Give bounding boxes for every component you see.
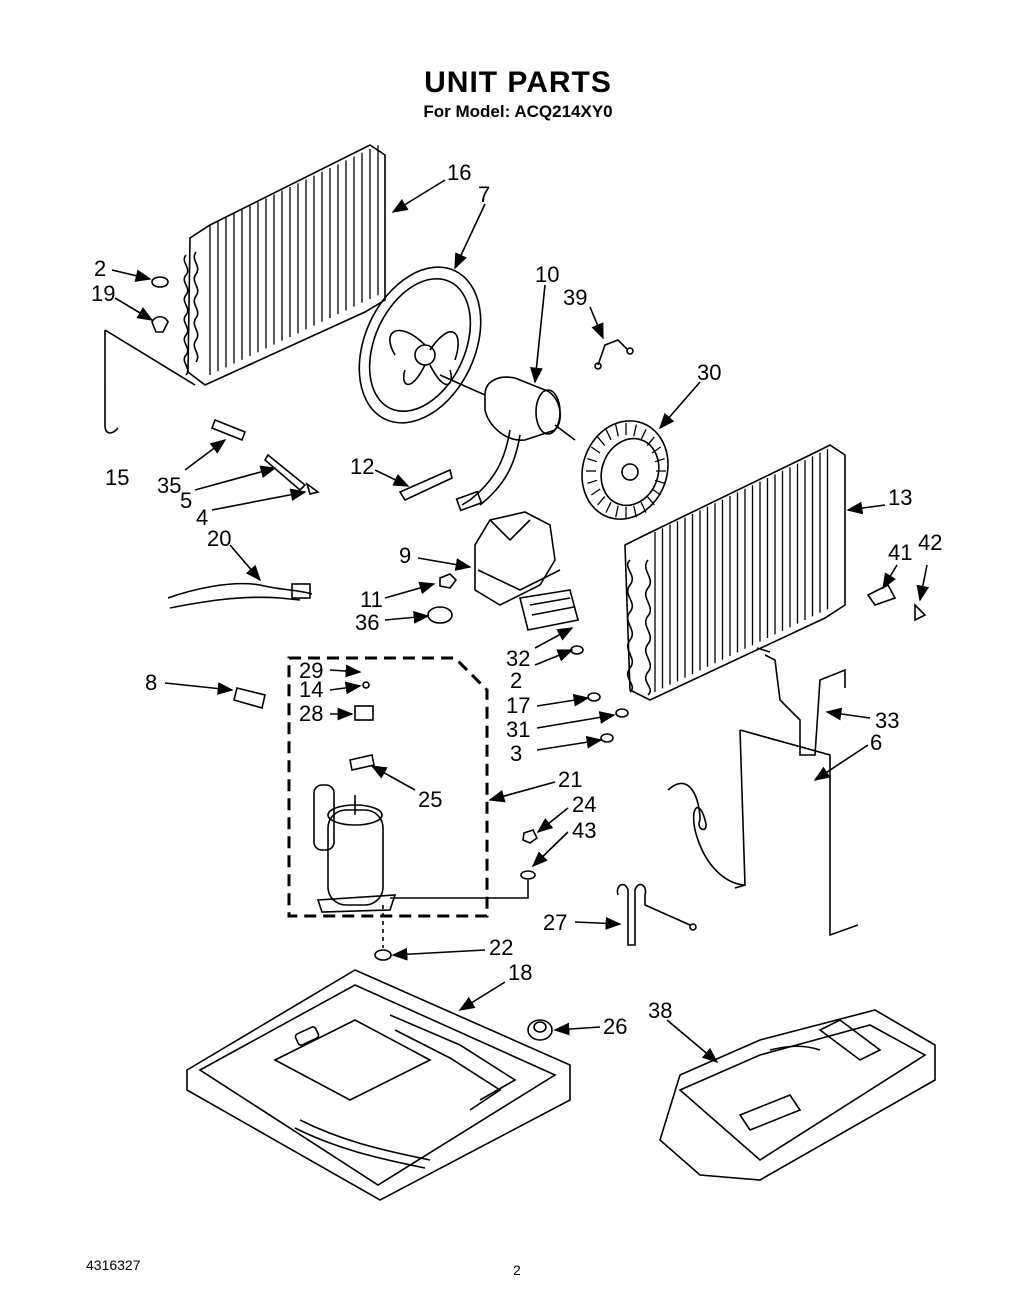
callout-15: 15 [105,465,129,490]
callout-31: 31 [506,717,530,742]
callout-12: 12 [350,454,374,479]
callout-2b: 2 [510,668,522,693]
drain-pan-part [659,1009,936,1181]
condenser-coil-part [183,144,386,386]
page-number: 2 [513,1262,521,1278]
callout-13: 13 [888,485,912,510]
callout-2: 2 [94,256,106,281]
callout-25: 25 [418,787,442,812]
leader-lines [111,179,930,1064]
callout-39: 39 [563,285,587,310]
callout-11: 11 [360,587,383,612]
callout-33: 33 [875,708,899,733]
capillary-tube-part [616,883,697,946]
callout-26: 26 [603,1014,627,1039]
model-subtitle: For Model: ACQ214XY0 [423,102,613,121]
callout-19: 19 [91,281,115,306]
evaporator-coil-part [624,444,846,701]
fan-motor-part [439,374,576,512]
callout-6: 6 [870,730,882,755]
callout-30: 30 [697,360,721,385]
callout-3: 3 [510,741,522,766]
callout-28: 28 [299,701,323,726]
callout-32: 32 [506,646,530,671]
callout-7: 7 [478,182,490,207]
callout-5: 5 [180,488,192,513]
motor-bracket-part [474,511,561,606]
callout-18: 18 [508,960,532,985]
callout-24: 24 [572,792,596,817]
diagram-title: UNIT PARTS [424,66,612,99]
callout-27: 27 [543,910,567,935]
callout-35: 35 [157,473,181,498]
callout-36: 36 [355,610,379,635]
callout-9: 9 [399,543,411,568]
callout-10: 10 [535,262,559,287]
blower-wheel-part [581,420,669,520]
refrigerant-tubing-parts [667,647,859,937]
wire-clip-part [594,339,634,370]
callout-labels: 16 7 2 19 10 39 30 15 35 5 4 12 20 9 11 … [91,160,942,1039]
callout-21: 21 [558,767,582,792]
fan-shroud-part [358,266,482,424]
document-number: 4316327 [86,1257,141,1273]
compressor-assembly-part [287,656,539,918]
callout-4: 4 [196,505,208,530]
callout-8: 8 [145,670,157,695]
callout-43: 43 [572,818,596,843]
tube-bundle-part [519,589,579,631]
callout-16: 16 [447,160,471,185]
callout-41: 41 [888,540,912,565]
callout-17: 17 [506,693,530,718]
base-pan-part [186,969,571,1201]
grommet-part [374,905,392,961]
callout-29: 29 [299,658,323,683]
callout-38: 38 [648,998,672,1023]
misc-small-parts [104,276,927,743]
callout-14: 14 [299,677,323,702]
callout-22: 22 [489,935,513,960]
callout-42: 42 [918,530,942,555]
callout-20: 20 [207,526,231,551]
